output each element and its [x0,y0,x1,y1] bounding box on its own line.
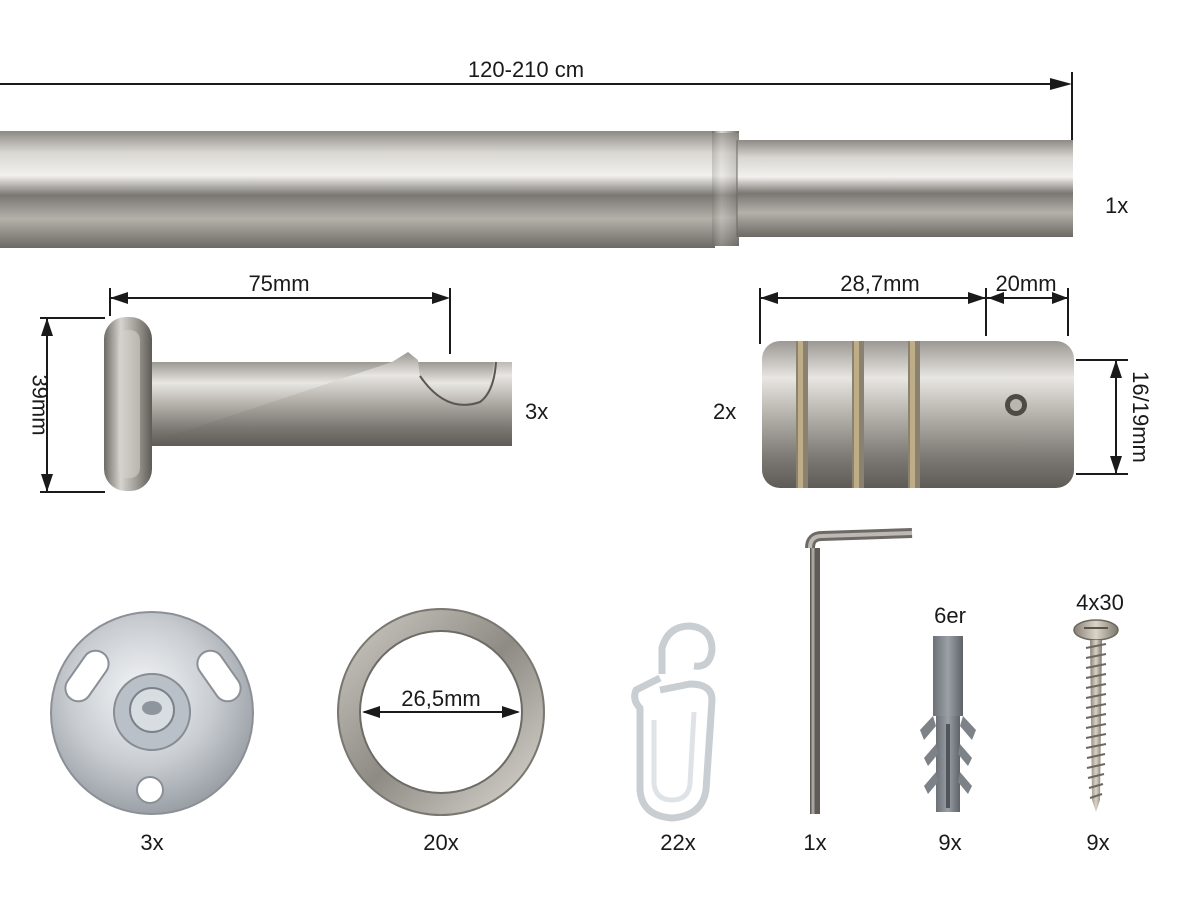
bracket-height-label: 39mm [27,374,53,436]
bracket-quantity: 3x [525,399,549,424]
bracket-dimension-lines [40,288,451,493]
rod-quantity: 1x [1105,193,1129,218]
finial-diameter-label: 16/19mm [1127,371,1153,463]
bracket-depth-label: 75mm [248,271,310,296]
allen-key-quantity: 1x [803,830,827,855]
dowel-quantity: 9x [938,830,962,855]
rod-dimension-line [0,72,1073,140]
telescopic-rod [0,131,1073,248]
wall-plate [50,611,254,815]
screw-size-label: 4x30 [1076,590,1124,615]
curtain-ring [337,608,545,816]
allen-key [805,528,913,814]
wall-dowel [920,636,976,812]
finial-length-label: 28,7mm [840,271,920,296]
finial-cap-label: 20mm [995,271,1057,296]
hook-quantity: 22x [660,830,696,855]
wall-plate-quantity: 3x [140,830,164,855]
dowel-size-label: 6er [934,603,966,628]
wall-bracket [104,317,512,491]
ring-quantity: 20x [423,830,459,855]
rod-length-label: 120-210 cm [467,57,585,82]
screw-quantity: 9x [1086,830,1110,855]
finial-quantity: 2x [713,399,737,424]
finial-end-cap [762,341,1074,488]
finial-dimension-lines [759,288,1128,475]
ring-diameter-label: 26,5mm [401,686,481,711]
curtain-hook [631,622,716,822]
wood-screw [1073,619,1119,812]
